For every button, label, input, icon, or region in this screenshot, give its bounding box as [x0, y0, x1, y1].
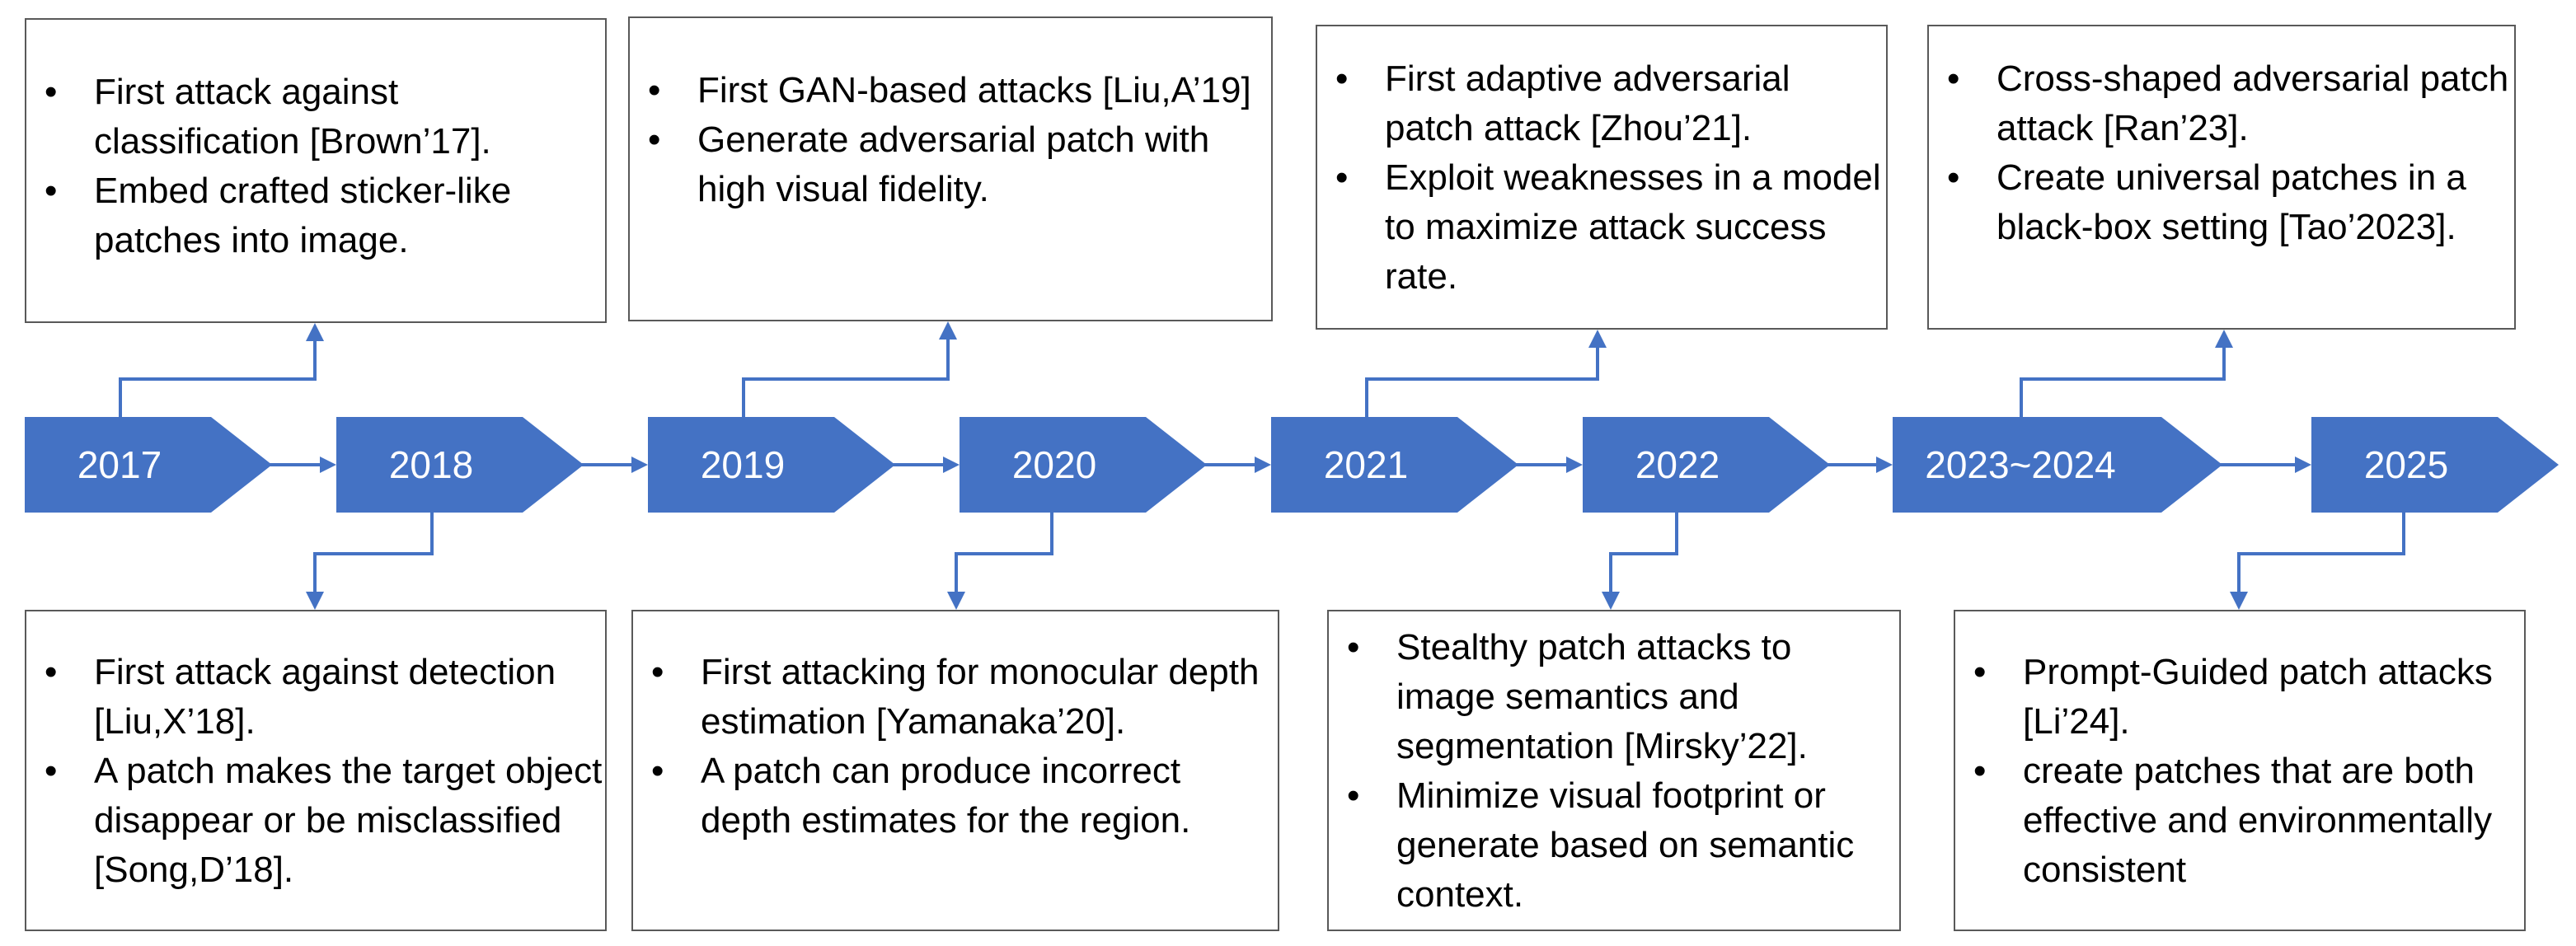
leader-arrowhead-up — [939, 321, 957, 340]
timeline-link-arrowhead — [1255, 457, 1271, 473]
year-arrow-2020: 2020 — [1011, 443, 1097, 486]
leader-arrowhead-up — [2215, 330, 2233, 348]
milestone-bullet: Generate adversarial patch with high vis… — [630, 115, 1271, 214]
milestone-box-2020: First attacking for monocular depth esti… — [631, 610, 1279, 931]
milestone-box-2025: Prompt-Guided patch attacks [Li’24]. cre… — [1954, 610, 2526, 931]
milestone-box-2023-2024: Cross-shaped adversarial patch attack [R… — [1927, 25, 2516, 330]
year-chevron — [2311, 417, 2559, 513]
milestone-bullet: Embed crafted sticker-like patches into … — [26, 166, 605, 265]
year-chevron — [960, 417, 1207, 513]
leader-line-down — [313, 513, 434, 595]
leader-arrowhead-down — [306, 592, 324, 610]
year-arrow-2022: 2022 — [1635, 443, 1720, 486]
year-chevron — [25, 417, 272, 513]
leader-line-up — [2020, 344, 2226, 417]
milestone-bullet: First attack against classification [Bro… — [26, 68, 605, 166]
timeline-link-arrowhead — [631, 457, 648, 473]
milestone-bullet: First adaptive adversarial patch attack … — [1317, 54, 1886, 153]
leader-arrowhead-down — [2230, 592, 2248, 610]
leader-arrowhead-down — [947, 592, 965, 610]
milestone-bullet: Prompt-Guided patch attacks [Li’24]. — [1955, 648, 2524, 747]
year-chevron — [1271, 417, 1518, 513]
leader-line-up — [1365, 344, 1599, 417]
milestone-bullet: A patch makes the target object disappea… — [26, 747, 605, 895]
milestone-bullet: A patch can produce incorrect depth esti… — [633, 747, 1278, 845]
timeline-link-arrowhead — [943, 457, 960, 473]
leader-arrowhead-down — [1602, 592, 1620, 610]
year-chevron — [1893, 417, 2222, 513]
timeline-link-arrowhead — [1566, 457, 1583, 473]
year-arrow-2018: 2018 — [388, 443, 474, 486]
milestone-bullet: Stealthy patch attacks to image semantic… — [1329, 623, 1899, 771]
leader-line-down — [1609, 513, 1678, 595]
milestone-box-2019: First GAN-based attacks [Liu,A’19] Gener… — [628, 16, 1273, 321]
year-arrow-2021: 2021 — [1323, 443, 1409, 486]
year-arrow-2017: 2017 — [77, 443, 162, 486]
leader-line-up — [742, 336, 950, 417]
milestone-bullet: create patches that are both effective a… — [1955, 747, 2524, 895]
year-arrow-2023-2024: 2023~2024 — [1925, 443, 2116, 486]
timeline-link-arrowhead — [320, 457, 336, 473]
milestone-bullet: Cross-shaped adversarial patch attack [R… — [1929, 54, 2514, 153]
timeline-link-arrowhead — [1876, 457, 1893, 473]
leader-line-up — [119, 338, 317, 417]
milestone-bullet: First GAN-based attacks [Liu,A’19] — [630, 66, 1271, 115]
year-chevron — [1583, 417, 1830, 513]
timeline-link-arrowhead — [2295, 457, 2311, 473]
leader-line-down — [2237, 513, 2405, 595]
milestone-box-2022: Stealthy patch attacks to image semantic… — [1327, 610, 1901, 931]
milestone-bullet: Create universal patches in a black-box … — [1929, 153, 2514, 252]
milestone-bullet: Minimize visual footprint or generate ba… — [1329, 771, 1899, 920]
milestone-bullet: First attacking for monocular depth esti… — [633, 648, 1278, 747]
year-chevron — [336, 417, 584, 513]
leader-arrowhead-up — [306, 323, 324, 341]
milestone-box-2017: First attack against classification [Bro… — [25, 18, 607, 323]
year-chevron — [648, 417, 895, 513]
milestone-box-2018: First attack against detection [Liu,X’18… — [25, 610, 607, 931]
milestone-bullet: First attack against detection [Liu,X’18… — [26, 648, 605, 747]
leader-line-down — [955, 513, 1053, 595]
leader-arrowhead-up — [1588, 330, 1607, 348]
year-arrow-2025: 2025 — [2363, 443, 2449, 486]
year-arrow-2019: 2019 — [700, 443, 786, 486]
milestone-box-2021: First adaptive adversarial patch attack … — [1316, 25, 1888, 330]
milestone-bullet: Exploit weaknesses in a model to maximiz… — [1317, 153, 1886, 302]
